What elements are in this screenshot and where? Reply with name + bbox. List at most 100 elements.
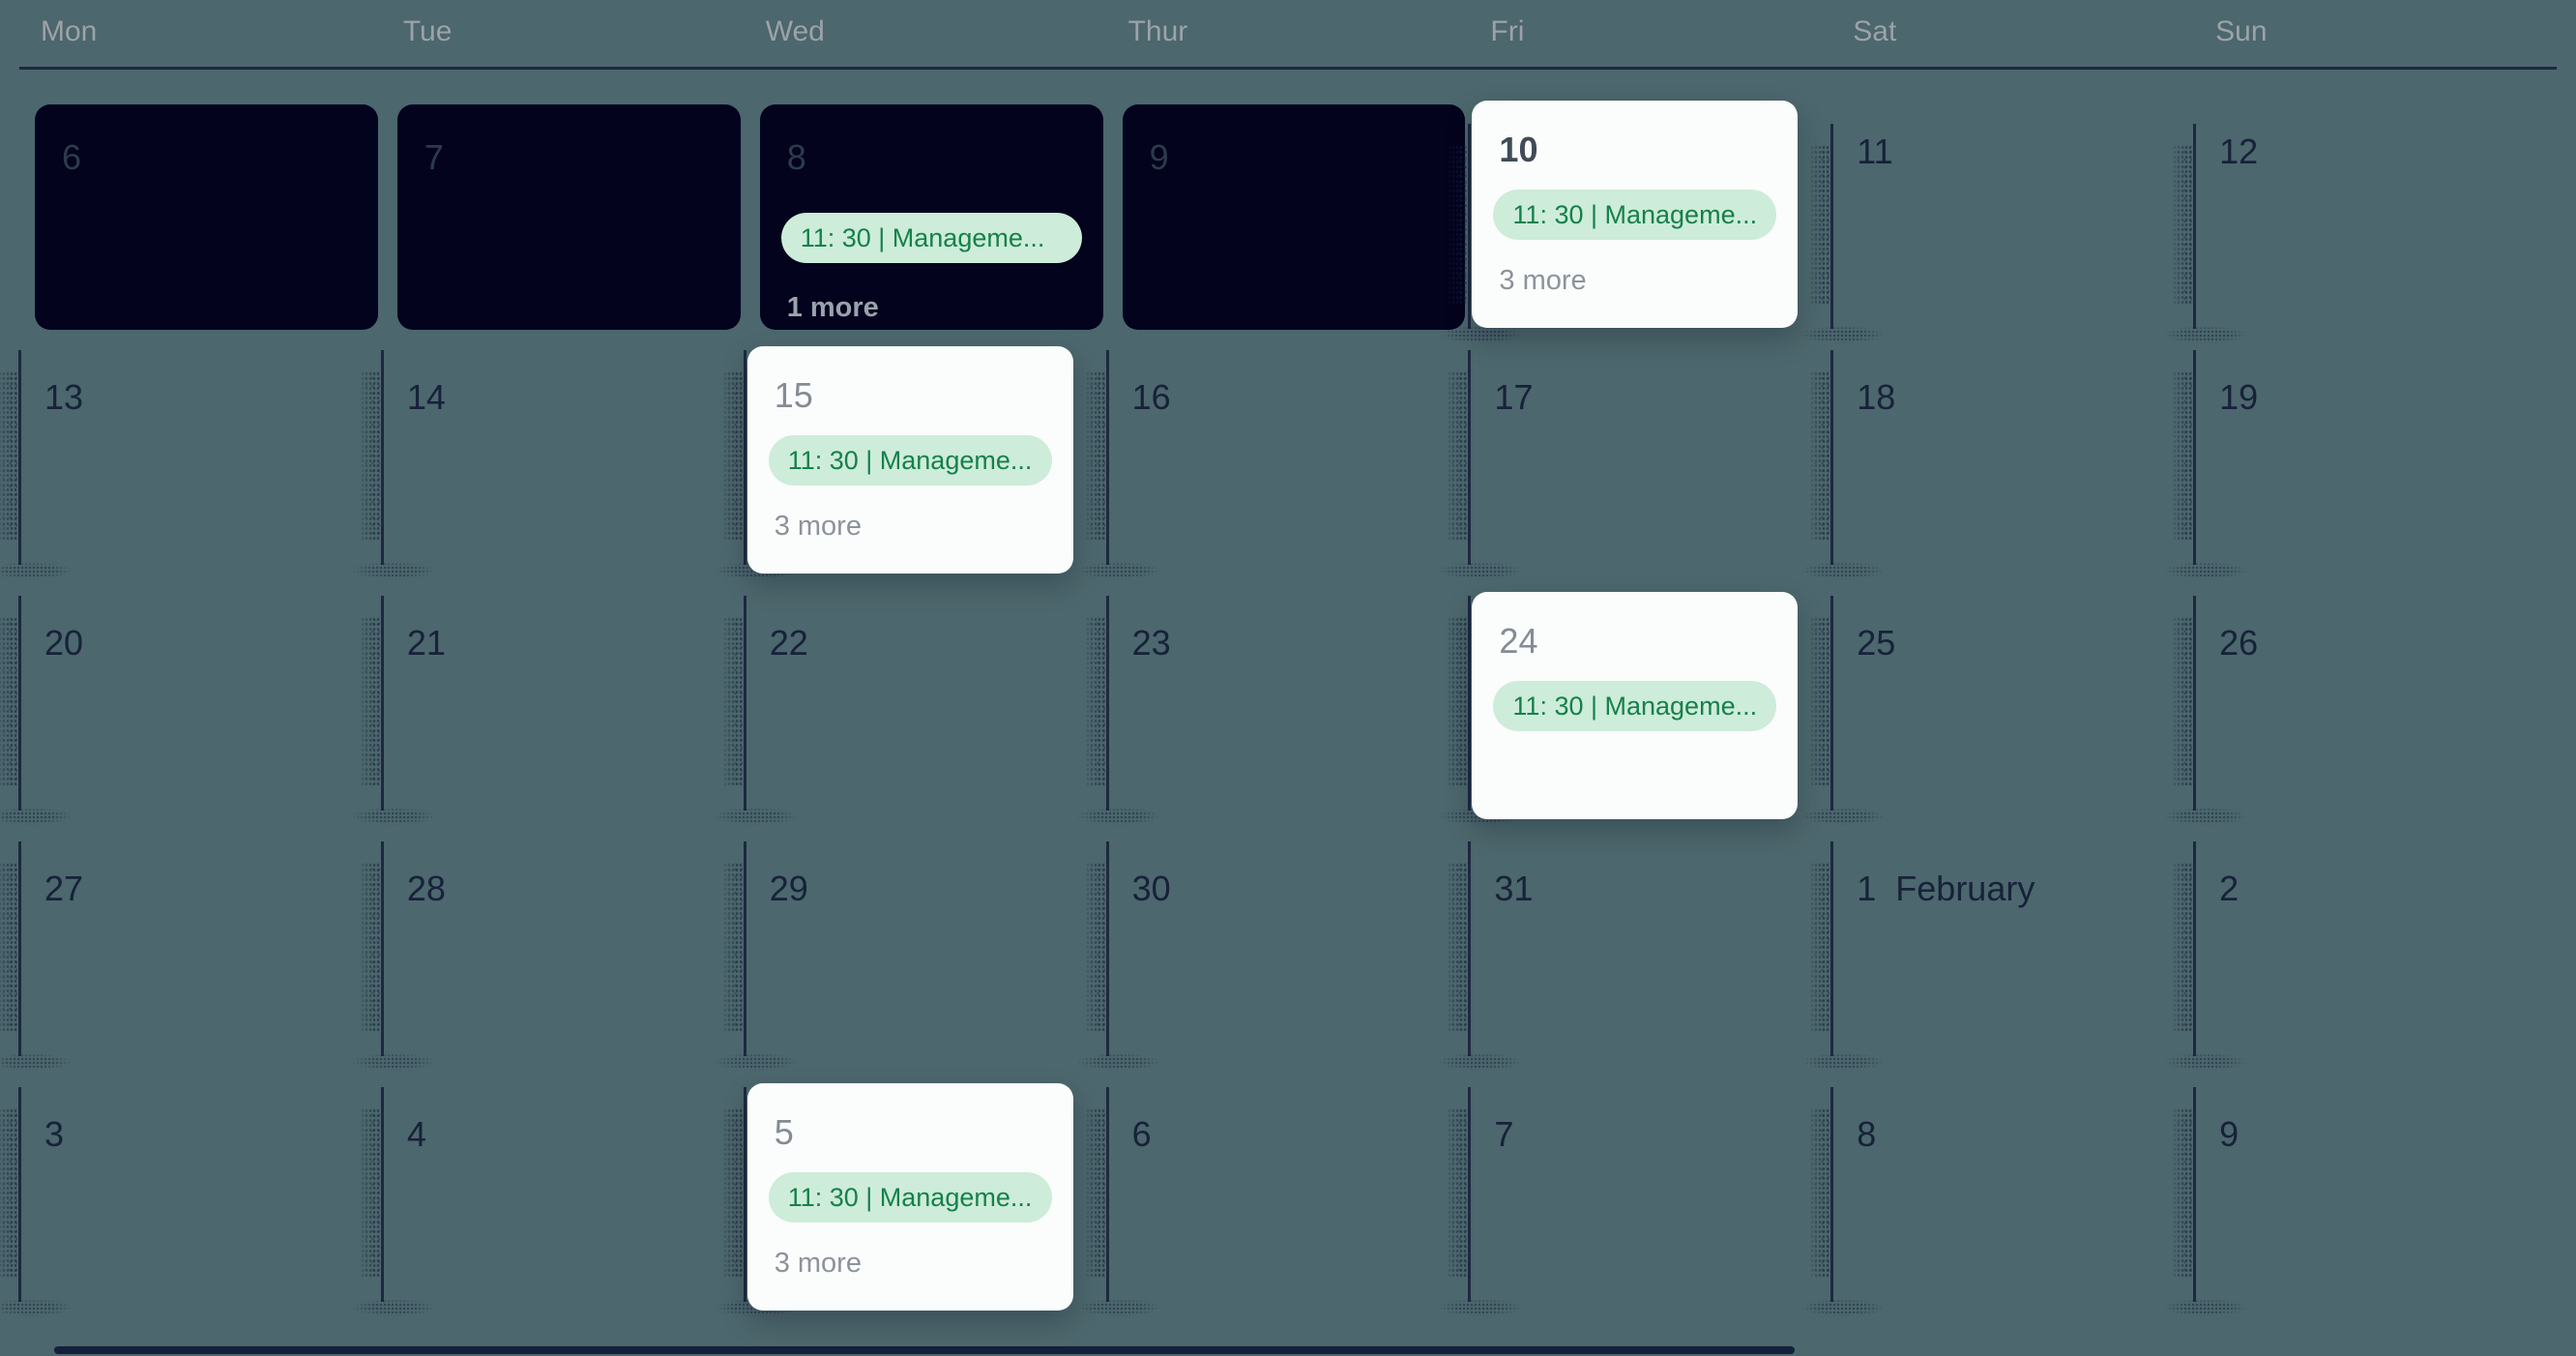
- past-day-card: 6: [35, 104, 378, 330]
- cell-grid-line: [1830, 350, 1834, 565]
- weekday-header-mon: Mon: [41, 15, 98, 47]
- day-number: 29: [769, 869, 808, 908]
- day-number: 25: [1857, 623, 1896, 663]
- calendar-grid: 6 7 8 11: 30 | Manageme... 1 more 9 10 11: 30 |…: [18, 97, 2557, 1325]
- weekday-header-thur: Thur: [1127, 15, 1188, 47]
- day-number: 27: [44, 869, 84, 908]
- day-number: 13: [44, 377, 84, 417]
- event-pill[interactable]: 11: 30 | Manageme...: [1493, 681, 1777, 731]
- cell-grid-line: [380, 350, 384, 565]
- day-cell-0-9[interactable]: 9: [1107, 97, 1470, 342]
- day-cell-2-25[interactable]: 25: [1830, 588, 2194, 834]
- day-number: 23: [1131, 623, 1171, 663]
- day-cell-1-14[interactable]: 14: [380, 342, 745, 588]
- event-day-card[interactable]: 5 11: 30 | Manageme... 3 more: [746, 1083, 1073, 1311]
- day-number: 10: [1499, 130, 1538, 169]
- day-cell-2-21[interactable]: 21: [380, 588, 745, 834]
- day-number: 7: [1494, 1114, 1514, 1154]
- day-number: 14: [406, 377, 446, 417]
- event-pill[interactable]: 11: 30 | Manageme...: [768, 1172, 1052, 1223]
- event-pill[interactable]: 11: 30 | Manageme...: [768, 435, 1052, 486]
- weekday-header-wed: Wed: [765, 15, 825, 47]
- more-events-label[interactable]: 3 more: [1499, 265, 1587, 296]
- day-number: 6: [1131, 1114, 1152, 1154]
- day-cell-3-29[interactable]: 29: [743, 834, 1107, 1079]
- day-number: 15: [774, 375, 813, 415]
- day-cell-4-6[interactable]: 6: [1105, 1079, 1470, 1325]
- day-cell-1-17[interactable]: 17: [1468, 342, 1831, 588]
- day-number: 31: [1494, 869, 1534, 908]
- event-day-card[interactable]: 10 11: 30 | Manageme... 3 more: [1472, 101, 1799, 328]
- day-number: 8: [1857, 1114, 1877, 1154]
- day-cell-1-19[interactable]: 19: [2193, 342, 2557, 588]
- day-cell-0-6[interactable]: 6: [19, 97, 382, 342]
- day-cell-4-3[interactable]: 3: [18, 1079, 382, 1325]
- cell-grid-line: [1105, 1087, 1109, 1302]
- weekday-header-fri: Fri: [1490, 15, 1525, 47]
- cell-grid-line: [18, 1087, 21, 1302]
- cell-grid-line: [1468, 1087, 1472, 1302]
- day-number: 18: [1857, 377, 1896, 417]
- day-number: 16: [1131, 377, 1171, 417]
- day-cell-2-26[interactable]: 26: [2193, 588, 2557, 834]
- day-cell-1-15[interactable]: 15 11: 30 | Manageme... 3 more: [743, 342, 1107, 588]
- day-cell-1-18[interactable]: 18: [1830, 342, 2194, 588]
- weekday-header-tue: Tue: [402, 15, 453, 47]
- more-events-label[interactable]: 1 more: [786, 292, 879, 323]
- event-pill[interactable]: 11: 30 | Manageme...: [1493, 190, 1777, 240]
- weekday-header-sun: Sun: [2215, 15, 2268, 47]
- cell-grid-line: [2193, 841, 2197, 1056]
- cell-grid-line: [1830, 1087, 1834, 1302]
- day-cell-4-7[interactable]: 7: [1468, 1079, 1831, 1325]
- day-cell-3-28[interactable]: 28: [380, 834, 745, 1079]
- cell-grid-line: [1830, 841, 1834, 1056]
- day-number: 30: [1131, 869, 1171, 908]
- day-number: 1: [1857, 869, 1877, 908]
- day-cell-2-20[interactable]: 20: [18, 588, 382, 834]
- cell-grid-line: [1468, 350, 1472, 565]
- day-cell-3-31[interactable]: 31: [1468, 834, 1831, 1079]
- day-cell-0-7[interactable]: 7: [382, 97, 745, 342]
- cell-grid-line: [1105, 841, 1109, 1056]
- day-cell-2-22[interactable]: 22: [743, 588, 1107, 834]
- day-cell-0-10[interactable]: 10 11: 30 | Manageme... 3 more: [1468, 97, 1831, 342]
- day-number: 17: [1494, 377, 1534, 417]
- cell-grid-line: [380, 1087, 384, 1302]
- more-events-label[interactable]: 3 more: [774, 1248, 862, 1279]
- day-cell-3-30[interactable]: 30: [1105, 834, 1470, 1079]
- day-cell-3-27[interactable]: 27: [18, 834, 382, 1079]
- horizontal-scrollbar-thumb[interactable]: [54, 1346, 1795, 1354]
- day-cell-4-9[interactable]: 9: [2193, 1079, 2557, 1325]
- day-number: 7: [424, 137, 444, 177]
- cell-grid-line: [1830, 124, 1834, 329]
- cell-grid-line: [2193, 124, 2197, 329]
- day-cell-3-2[interactable]: 2: [2193, 834, 2557, 1079]
- day-number: 5: [774, 1112, 794, 1152]
- day-cell-1-16[interactable]: 16: [1105, 342, 1470, 588]
- day-cell-4-5[interactable]: 5 11: 30 | Manageme... 3 more: [743, 1079, 1107, 1325]
- day-cell-4-4[interactable]: 4: [380, 1079, 745, 1325]
- more-events-label[interactable]: 3 more: [774, 511, 862, 542]
- day-number: 12: [2219, 132, 2259, 171]
- day-cell-2-23[interactable]: 23: [1105, 588, 1470, 834]
- day-number: 26: [2219, 623, 2259, 663]
- event-pill[interactable]: 11: 30 | Manageme...: [780, 213, 1082, 263]
- day-number: 19: [2219, 377, 2259, 417]
- day-cell-0-11[interactable]: 11: [1830, 97, 2194, 342]
- day-cell-4-8[interactable]: 8: [1830, 1079, 2194, 1325]
- cell-grid-line: [2193, 596, 2197, 811]
- cell-grid-line: [380, 841, 384, 1056]
- day-cell-0-12[interactable]: 12: [2193, 97, 2557, 342]
- day-number: 21: [406, 623, 446, 663]
- day-number: 22: [769, 623, 808, 663]
- day-number: 4: [406, 1114, 426, 1154]
- cell-grid-line: [2193, 350, 2197, 565]
- day-number: 2: [2219, 869, 2239, 908]
- event-day-card[interactable]: 15 11: 30 | Manageme... 3 more: [746, 346, 1073, 574]
- day-cell-1-13[interactable]: 13: [18, 342, 382, 588]
